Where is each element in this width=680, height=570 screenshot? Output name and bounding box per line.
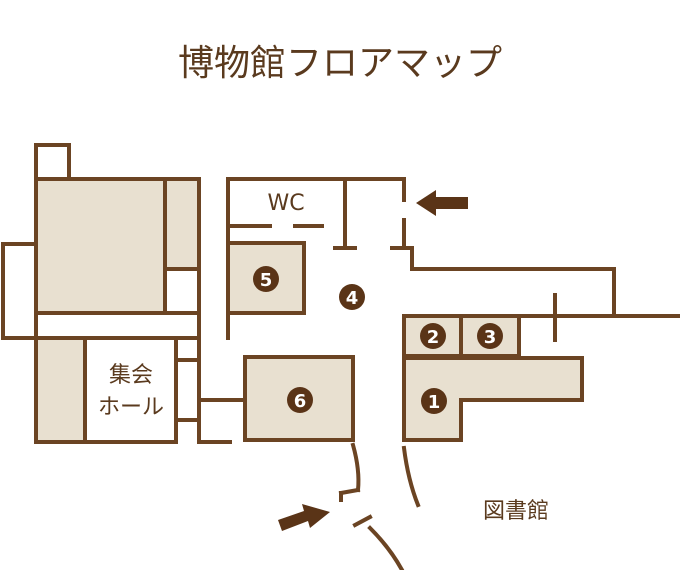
marker-2[interactable]: 2 [420, 323, 446, 349]
entrance-arrow-south [278, 504, 330, 531]
svg-text:6: 6 [294, 391, 307, 412]
marker-6[interactable]: 6 [287, 387, 313, 413]
svg-text:4: 4 [346, 288, 359, 309]
exhibit-room-large [34, 177, 167, 315]
hall-label-line1: 集会 [109, 363, 153, 388]
room-1 [402, 356, 584, 442]
svg-text:5: 5 [260, 270, 273, 291]
small-room-top [34, 143, 71, 181]
svg-text:2: 2 [427, 327, 440, 348]
marker-5[interactable]: 5 [253, 266, 279, 292]
marker-4[interactable]: 4 [339, 284, 365, 310]
map-title: 博物館フロアマップ [178, 43, 502, 84]
wc-label: WC [267, 191, 304, 216]
svg-text:1: 1 [428, 392, 441, 413]
marker-3[interactable]: 3 [477, 323, 503, 349]
library-label: 図書館 [483, 499, 549, 524]
exhibit-room-lower-left [34, 336, 87, 444]
hall-room [83, 336, 178, 444]
svg-text:3: 3 [484, 327, 497, 348]
left-annex [1, 242, 38, 340]
entrance-arrow-east [416, 190, 468, 216]
exhibit-room-side [163, 177, 201, 271]
hall-label-line2: ホール [98, 395, 164, 420]
storage-room [163, 267, 201, 315]
marker-1[interactable]: 1 [421, 388, 447, 414]
